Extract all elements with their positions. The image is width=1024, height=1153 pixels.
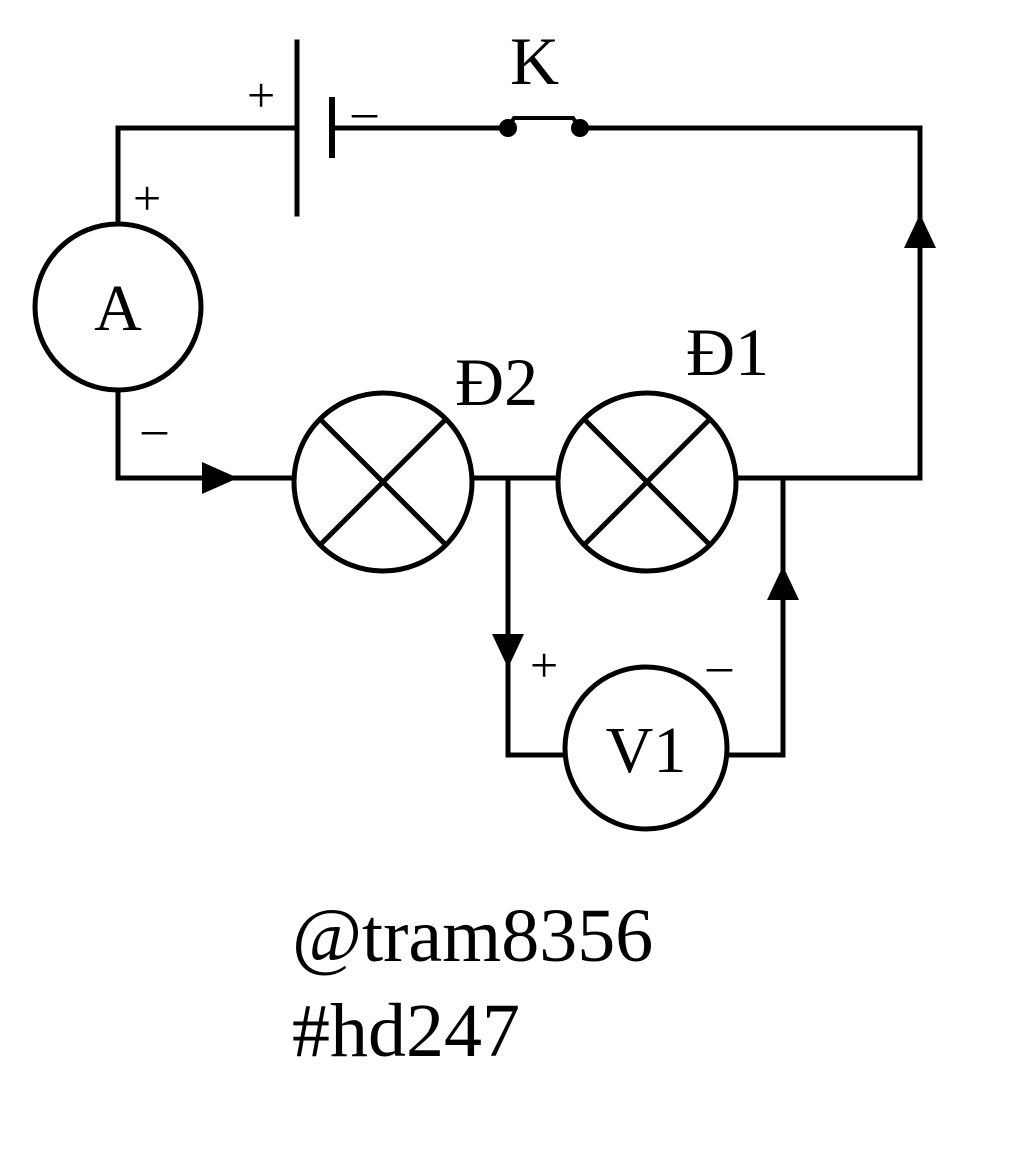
arrow-down-icon <box>492 634 524 668</box>
circuit-wires <box>115 125 923 758</box>
ammeter-label: A <box>94 272 142 345</box>
voltmeter-label: V1 <box>606 714 687 787</box>
voltmeter-plus-sign: + <box>530 637 558 693</box>
lamp-d1-cross-2 <box>582 417 712 547</box>
voltmeter-minus-sign: – <box>706 637 733 693</box>
ammeter-circle <box>32 221 204 393</box>
battery: + – <box>247 39 378 217</box>
wire-top-left <box>115 125 300 225</box>
battery-plus-sign: + <box>247 67 275 123</box>
author-handle: @tram8356 <box>292 894 654 978</box>
switch-k: K <box>499 23 589 137</box>
arrow-up-icon <box>904 214 936 248</box>
lamp-d2: Đ2 <box>291 344 538 574</box>
switch-lever <box>505 116 583 131</box>
hashtag: #hd247 <box>292 989 520 1073</box>
lamp-d1-label: Đ1 <box>686 314 769 390</box>
ammeter-minus-sign: – <box>141 400 168 456</box>
ammeter: A + – <box>32 170 204 456</box>
lamp-d1: Đ1 <box>555 314 769 574</box>
lamp-d2-cross-2 <box>318 417 448 547</box>
wire-top-right <box>577 125 923 481</box>
arrow-up-icon <box>767 566 799 600</box>
switch-label: K <box>510 23 559 99</box>
lamp-d2-label: Đ2 <box>455 344 538 420</box>
voltmeter: V1 + – <box>530 637 733 832</box>
arrow-right-icon <box>202 462 238 494</box>
wire-voltmeter-right <box>724 475 786 758</box>
wire-voltmeter-left <box>505 475 568 758</box>
current-arrows <box>202 214 936 668</box>
battery-minus-sign: – <box>351 83 378 139</box>
voltmeter-circle <box>562 664 730 832</box>
ammeter-plus-sign: + <box>133 170 161 226</box>
